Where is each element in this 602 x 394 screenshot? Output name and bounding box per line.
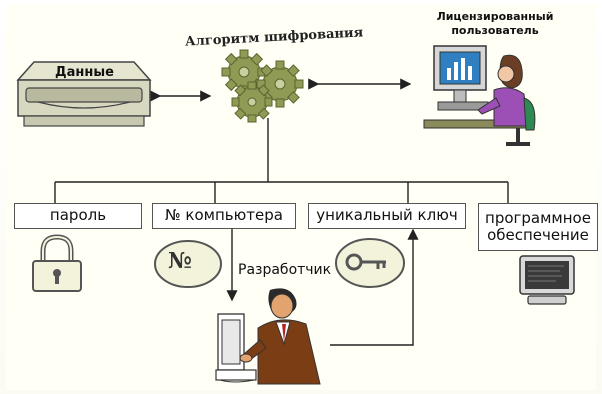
number-sign: №	[168, 248, 192, 274]
developer-to-key-arrow	[330, 228, 419, 346]
developer-label: Разработчик	[238, 262, 332, 278]
password-box: пароль	[14, 203, 142, 229]
password-label: пароль	[49, 206, 107, 225]
user-label-line2: пользователь	[451, 23, 539, 37]
software-box: программное обеспечение	[478, 203, 598, 251]
user-label-line1: Лицензированный	[436, 10, 554, 23]
number-badge-icon	[154, 240, 222, 288]
data-label: Данные	[55, 65, 114, 80]
gears-icon	[221, 49, 304, 123]
user-at-computer-icon	[423, 45, 536, 146]
unique-key-label: уникальный ключ	[316, 206, 458, 225]
padlock-icon	[32, 234, 82, 292]
disk-drive-icon	[16, 61, 152, 127]
software-label-line1: программное	[485, 208, 591, 227]
computer-number-label: № компьютера	[165, 206, 283, 225]
key-icon	[335, 238, 405, 288]
developer-at-computer-icon	[215, 288, 321, 385]
software-label-line2: обеспечение	[487, 226, 589, 244]
unique-key-box: уникальный ключ	[308, 203, 466, 229]
user-label: Лицензированный пользователь	[420, 10, 570, 38]
monitor-icon	[519, 255, 575, 305]
computer-number-box: № компьютера	[152, 203, 296, 229]
